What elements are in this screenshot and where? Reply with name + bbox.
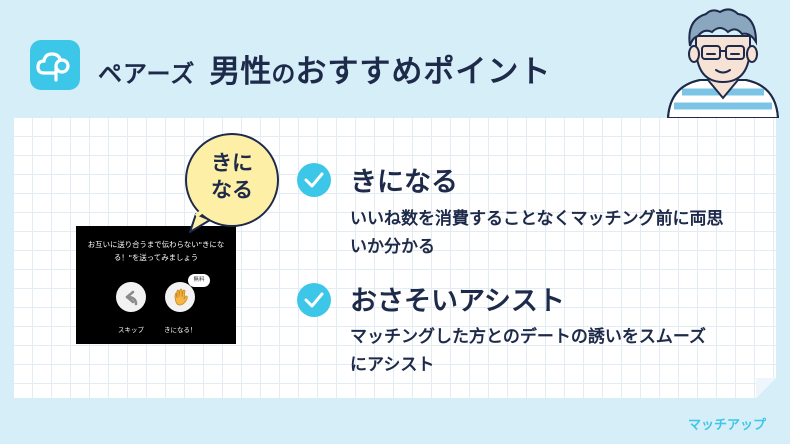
phone-message: お互いに送り合うまで伝わらない"きになる！"を送ってみましょう — [87, 240, 225, 262]
check-icon — [297, 163, 331, 197]
title-rest: おすすめポイント — [295, 54, 552, 90]
bubble-line-2: なる — [211, 178, 253, 202]
brand-logo: マッチアップ — [688, 418, 767, 433]
man-avatar-icon — [666, 8, 780, 118]
feature-desc-1: いいね数を消費することなくマッチング前に両思いか分かる — [350, 209, 724, 257]
title-strong: 男性 — [209, 54, 272, 90]
speech-bubble — [185, 133, 279, 233]
feature-title-1: きになる — [350, 167, 458, 198]
bubble-line-1: きに — [211, 151, 253, 175]
back-arrow-icon — [125, 290, 138, 306]
title-particle: の — [271, 60, 296, 88]
page-fold-icon — [756, 378, 776, 398]
kininaru-label: きになる！ — [164, 326, 197, 334]
skip-button[interactable] — [116, 282, 146, 312]
feature-title-2: おさそいアシスト — [350, 286, 565, 317]
page-title: ペアーズ男性のおすすめポイント — [98, 46, 551, 92]
header: ペアーズ男性のおすすめポイント — [0, 0, 790, 118]
kininaru-button[interactable] — [165, 282, 195, 312]
check-icon — [297, 283, 331, 317]
skip-label: スキップ — [118, 326, 144, 334]
app-screenshot: お互いに送り合うまで伝わらない"きになる！"を送ってみましょう — [76, 226, 236, 344]
title-app-name: ペアーズ — [98, 60, 196, 88]
waving-hand-icon — [174, 288, 188, 306]
pairs-logo-icon — [30, 40, 80, 90]
feature-desc-2: マッチングした方とのデートの誘いをスムーズにアシスト — [350, 327, 706, 375]
bubble-text: きに なる — [184, 150, 280, 204]
free-badge: 無料 — [188, 274, 210, 287]
